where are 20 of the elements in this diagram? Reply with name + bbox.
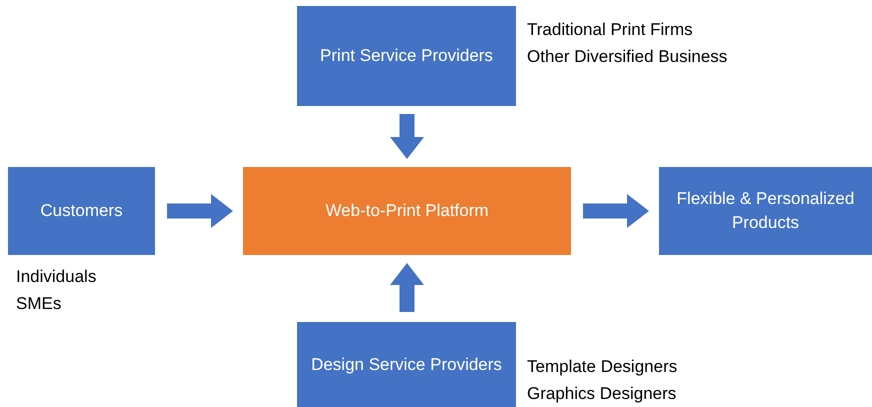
box-label: Flexible & Personalized Products [676,188,856,234]
note-text: Traditional Print Firms [527,19,693,41]
box-label: Design Service Providers [311,354,502,376]
platform-box [243,167,571,255]
process-box [8,167,155,255]
block-arrow [583,194,649,228]
note-text: Template Designers [527,356,678,378]
process-box [659,167,872,255]
block-arrow [390,114,424,159]
box-label: Web-to-Print Platform [325,200,489,222]
process-box [297,322,516,407]
note-text: SMEs [16,293,62,315]
note-text: Individuals [16,266,96,288]
block-arrow [390,263,424,312]
block-arrow [167,194,233,228]
note-text: Graphics Designers [527,383,676,405]
box-label: Print Service Providers [320,45,493,67]
note-text: Other Diversified Business [527,46,728,68]
box-label: Customers [40,200,123,222]
process-box [297,6,516,106]
